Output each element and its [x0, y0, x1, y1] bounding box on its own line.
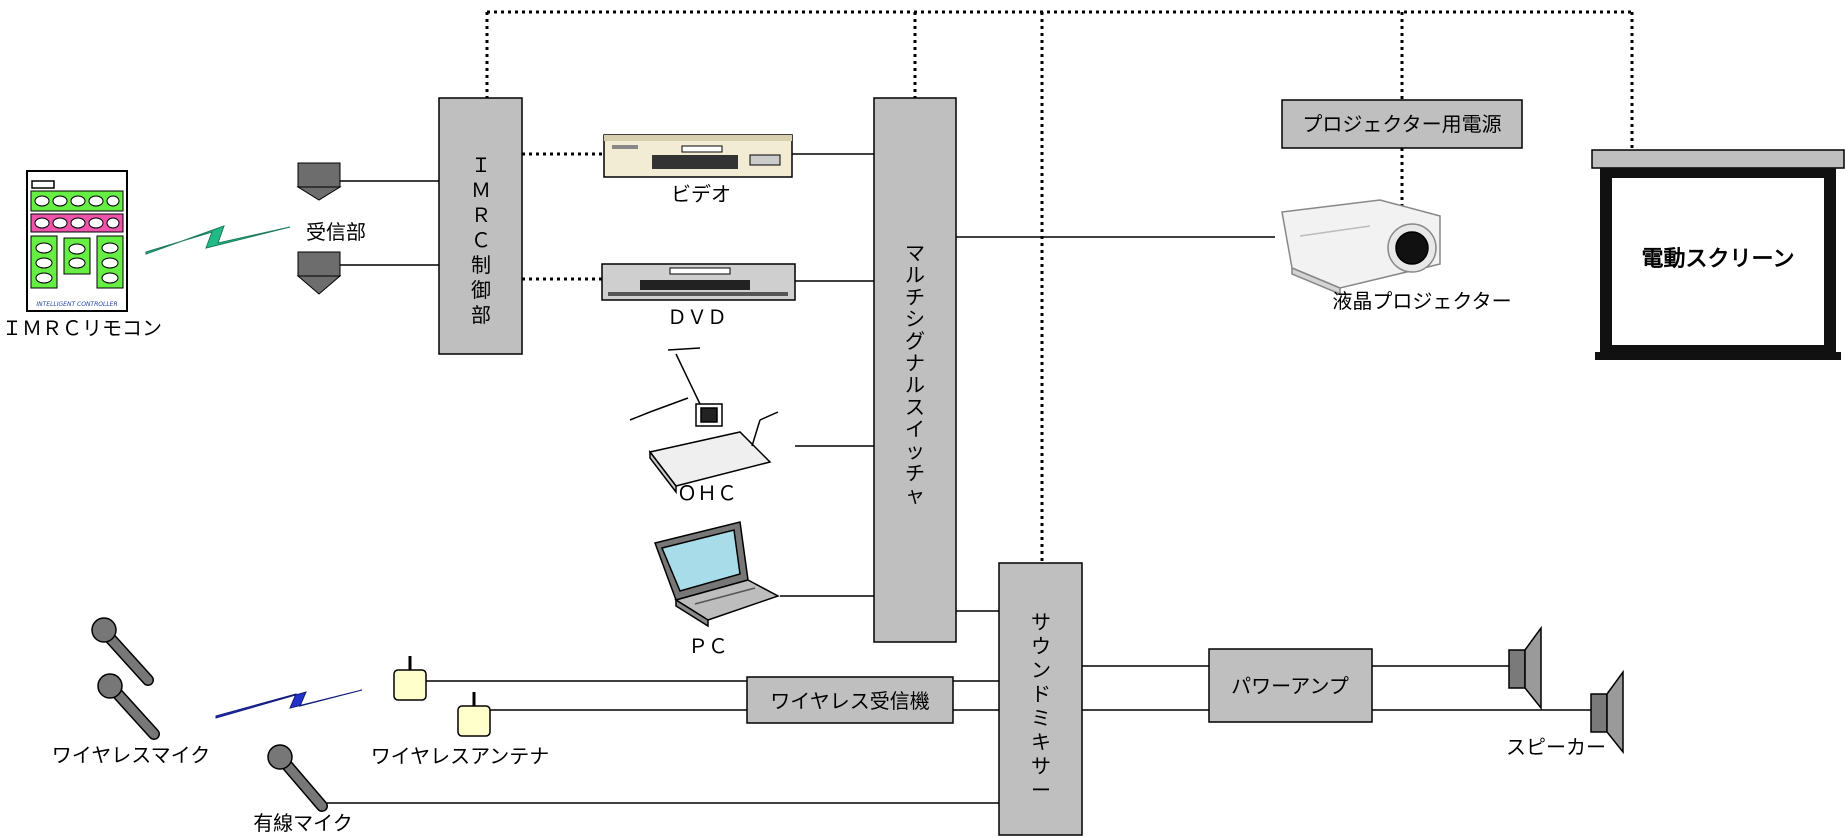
imrc-controller-label: Ｉ Ｍ Ｒ Ｃ 制 御 部 — [471, 153, 491, 327]
power-amp-block — [1208, 648, 1373, 723]
switcher-char: ス — [905, 395, 925, 419]
switcher-char: チ — [905, 461, 925, 485]
control-lines — [485, 10, 1634, 563]
remote-buttons — [34, 195, 120, 284]
screen-bottom-bar — [1595, 352, 1841, 360]
switcher-char: ッ — [905, 439, 925, 463]
mixer-label: サ ウ ン ド ミ キ サ ー — [1031, 610, 1051, 802]
switcher-char: ル — [905, 373, 925, 397]
mixer-char: ー — [1031, 778, 1051, 802]
wireless-antenna-1-icon — [393, 656, 427, 701]
imrc-char: Ｉ — [471, 153, 491, 177]
motorized-screen — [1591, 149, 1845, 360]
wireless-mic-label: ワイヤレスマイク — [52, 743, 210, 767]
ohc-label: ＯＨＣ — [677, 481, 737, 505]
video-label: ビデオ — [671, 182, 731, 206]
receiver-2 — [296, 251, 342, 295]
multi-signal-switcher-block — [873, 97, 957, 643]
imrc-char: Ｃ — [471, 228, 491, 252]
signal-lines — [318, 153, 1591, 804]
mixer-char: ン — [1031, 658, 1051, 682]
sound-mixer-block — [998, 562, 1083, 836]
switcher-char: チ — [905, 285, 925, 309]
wireless-mic-2-icon — [97, 673, 160, 740]
receiver-1 — [296, 162, 342, 201]
remote-label: ＩＭＲＣリモコン — [2, 316, 162, 340]
imrc-char: Ｒ — [471, 203, 491, 227]
speaker-2-icon — [1590, 669, 1624, 755]
ir-signal-icon — [145, 225, 291, 255]
mixer-char: キ — [1031, 730, 1051, 754]
pc-label: ＰＣ — [688, 634, 728, 658]
switcher-char: シ — [905, 307, 925, 331]
wireless-signal-icon — [215, 689, 363, 719]
imrc-controller-block — [438, 97, 523, 355]
ohc-icon — [629, 347, 779, 495]
pc-laptop-icon — [654, 521, 780, 628]
wireless-receiver-block — [746, 676, 954, 724]
imrc-char: 制 — [471, 253, 491, 277]
imrc-remote: INTELLIGENT CONTROLLER — [26, 170, 128, 312]
mixer-char: ミ — [1031, 706, 1051, 730]
switcher-char: ナ — [905, 351, 925, 375]
imrc-char: 御 — [471, 278, 491, 302]
mixer-char: ウ — [1031, 634, 1051, 658]
remote-caption: INTELLIGENT CONTROLLER — [36, 301, 117, 308]
receiver-label: 受信部 — [306, 220, 366, 244]
remote-display — [31, 180, 55, 189]
wired-mic-label: 有線マイク — [253, 811, 353, 835]
switcher-char: マ — [905, 241, 925, 265]
lcd-projector-icon — [1281, 199, 1441, 296]
switcher-char: ャ — [905, 483, 925, 507]
speaker-label: スピーカー — [1506, 735, 1606, 759]
imrc-char: 部 — [471, 303, 491, 327]
mixer-char: サ — [1031, 754, 1051, 778]
mixer-char: サ — [1031, 610, 1051, 634]
switcher-char: グ — [905, 329, 925, 353]
speaker-1-icon — [1508, 625, 1542, 711]
video-deck-icon — [603, 134, 793, 178]
power-amp-label: パワーアンプ — [1231, 674, 1349, 698]
wireless-antenna-2-icon — [457, 692, 491, 737]
screen-surface — [1612, 178, 1824, 345]
screen-label: 電動スクリーン — [1642, 247, 1795, 272]
wireless-antenna-label: ワイヤレスアンテナ — [371, 744, 550, 768]
wireless-mic-1-icon — [91, 617, 154, 686]
mixer-char: ド — [1031, 682, 1051, 706]
switcher-char: ル — [905, 263, 925, 287]
switcher-char: イ — [905, 417, 925, 441]
projector-power-block — [1281, 99, 1523, 149]
screen-housing — [1591, 149, 1845, 169]
projector-power-label: プロジェクター用電源 — [1302, 112, 1501, 136]
projector-label: 液晶プロジェクター — [1332, 289, 1511, 313]
wireless-receiver-label: ワイヤレス受信機 — [770, 689, 929, 713]
imrc-char: Ｍ — [471, 178, 491, 202]
dvd-label: ＤＶＤ — [667, 305, 727, 329]
remote-mid-pad — [63, 237, 91, 275]
wired-mic-icon — [267, 744, 328, 812]
dvd-deck-icon — [601, 263, 796, 301]
switcher-label: マ ル チ シ グ ナ ル ス イ ッ チ ャ — [905, 241, 925, 507]
